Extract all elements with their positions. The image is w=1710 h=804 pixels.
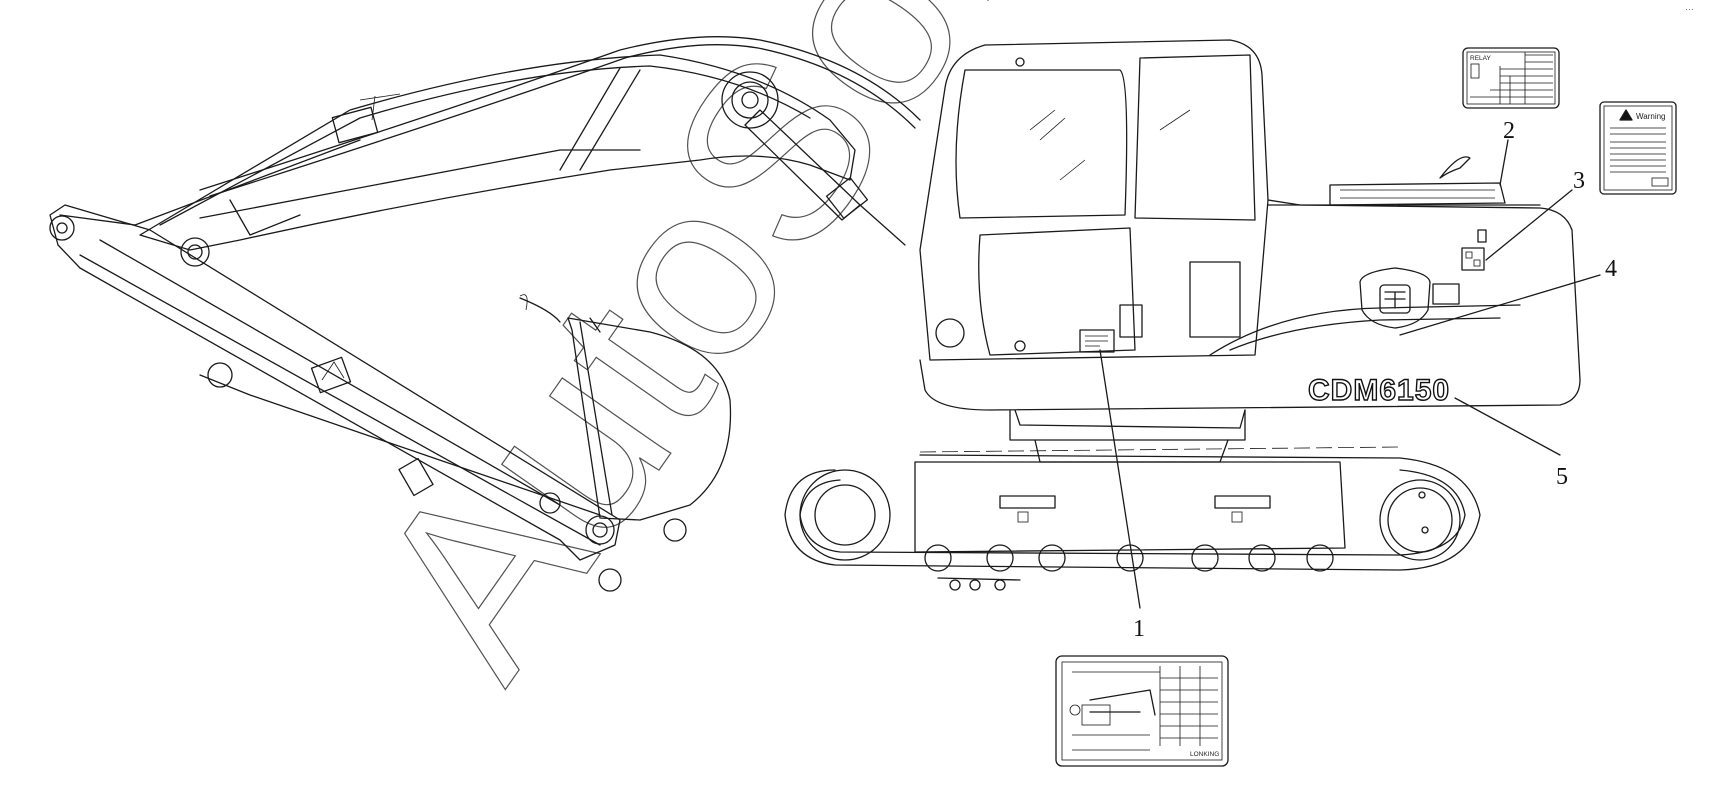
excavator-drawing: CDM6150 bbox=[49, 36, 1581, 592]
callout-2: 2 bbox=[1503, 118, 1515, 144]
callout-4: 4 bbox=[1605, 256, 1617, 282]
callout-leaders bbox=[1099, 139, 1601, 609]
relay-decal: RELAY bbox=[1462, 47, 1560, 109]
upper-structure bbox=[919, 156, 1581, 429]
boom bbox=[139, 54, 856, 251]
cab-side-decal bbox=[1079, 329, 1115, 353]
cab bbox=[919, 39, 1269, 361]
callout-3: 3 bbox=[1573, 168, 1585, 194]
callout-1: 1 bbox=[1133, 616, 1145, 642]
boom-cylinder bbox=[744, 109, 906, 246]
warning-decal: Warning bbox=[1599, 101, 1677, 195]
brand-badge bbox=[1359, 267, 1460, 329]
corner-mark: ··· bbox=[1685, 4, 1694, 14]
watermark-text: AutoSoft bbox=[320, 0, 1099, 720]
callout-labels: 1 2 3 4 5 bbox=[1133, 118, 1617, 642]
qr-decal bbox=[1461, 229, 1487, 271]
model-text: CDM6150 bbox=[1308, 374, 1450, 407]
relay-decal-title: RELAY bbox=[1470, 55, 1491, 62]
bucket bbox=[519, 294, 732, 521]
watermark: AutoSoft bbox=[319, 0, 1099, 721]
callout-5: 5 bbox=[1556, 464, 1568, 490]
warning-decal-title: Warning bbox=[1636, 112, 1666, 121]
track bbox=[784, 446, 1481, 591]
arm-warning-decal bbox=[310, 356, 352, 394]
lifting-chart-brand: LONKING bbox=[1190, 751, 1219, 758]
track-rollers bbox=[924, 544, 1334, 572]
lifting-chart-decal: LONKING bbox=[1055, 655, 1229, 767]
